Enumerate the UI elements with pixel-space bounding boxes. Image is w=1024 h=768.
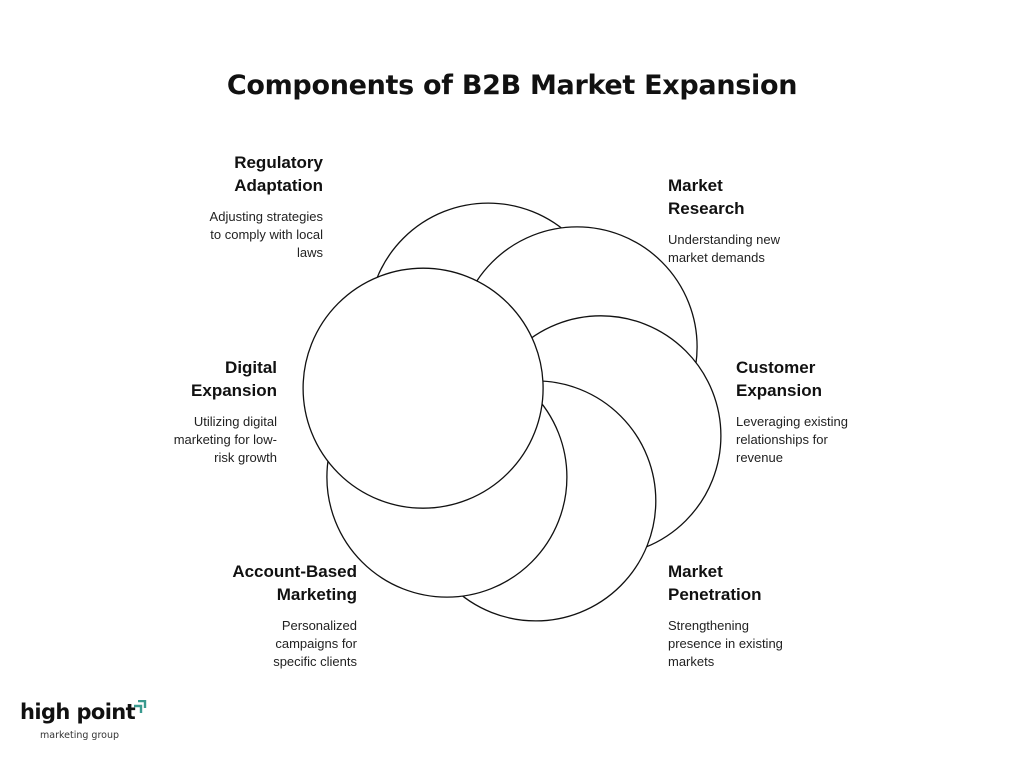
component-description: Leveraging existing relationships for re… — [736, 414, 849, 465]
component-customer-expansion: Customer Expansion Leveraging existing r… — [736, 356, 936, 467]
logo-arrow-icon — [134, 700, 147, 713]
logo-brand: high point — [20, 700, 136, 724]
petal-digital-expansion — [302, 267, 544, 509]
petal-group — [302, 202, 722, 622]
component-heading: Account-Based Marketing — [232, 562, 357, 604]
high-point-logo: high point marketing group — [20, 700, 150, 748]
component-digital-expansion: Digital Expansion Utilizing digital mark… — [77, 356, 277, 467]
logo-tagline: marketing group — [40, 730, 120, 741]
component-heading: Market Penetration — [668, 562, 762, 604]
component-description: Adjusting strategies to comply with loca… — [209, 209, 323, 260]
page-title: Components of B2B Market Expansion — [226, 70, 798, 101]
component-market-research: Market Research Understanding new market… — [668, 174, 868, 267]
component-heading: Customer Expansion — [736, 358, 822, 400]
component-market-penetration: Market Penetration Strengthening presenc… — [668, 560, 868, 671]
component-description: Strengthening presence in existing marke… — [668, 618, 783, 669]
component-description: Utilizing digital marketing for low- ris… — [173, 414, 277, 465]
component-heading: Digital Expansion — [191, 358, 277, 400]
component-account-based-marketing: Account-Based Marketing Personalized cam… — [157, 560, 357, 671]
component-heading: Market Research — [668, 176, 745, 218]
component-regulatory-adaptation: Regulatory Adaptation Adjusting strategi… — [123, 151, 323, 262]
component-description: Understanding new market demands — [668, 232, 781, 265]
component-heading: Regulatory Adaptation — [234, 153, 323, 195]
component-description: Personalized campaigns for specific clie… — [273, 618, 357, 669]
